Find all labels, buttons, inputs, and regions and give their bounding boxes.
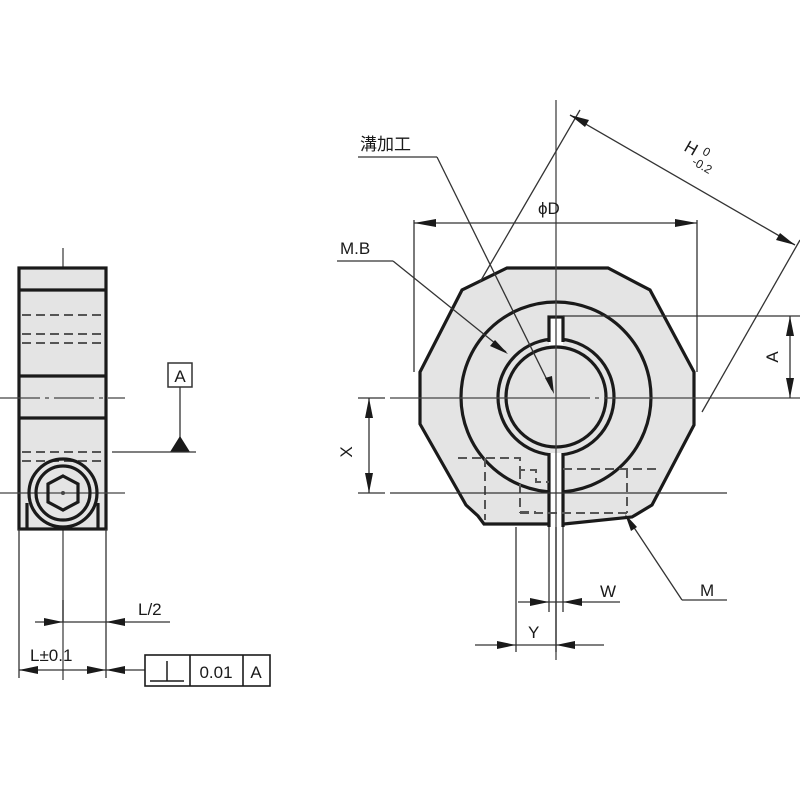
bore-note: M.B (337, 239, 508, 354)
front-view: ϕD H 0 -0.2 溝加工 M.B (337, 100, 800, 660)
slot-note-label: 溝加工 (360, 135, 411, 155)
datum-a-label: A (174, 367, 186, 386)
dim-x-label: X (337, 446, 356, 457)
dim-diameter-label: ϕD (538, 199, 560, 218)
slot-note: 溝加工 (358, 135, 554, 394)
dim-diameter: ϕD (413, 199, 698, 372)
dim-x: X (337, 397, 385, 494)
dim-half-length: L/2 (35, 600, 170, 626)
dim-y: Y (475, 527, 604, 652)
side-view: A L/2 L±0.1 0.01 (0, 248, 271, 687)
screw-note: M (625, 514, 727, 601)
screw-head (25, 457, 100, 529)
dim-w: W (518, 527, 620, 612)
bore-note-label: M.B (340, 239, 370, 258)
tolerance-datum: A (250, 663, 262, 682)
dim-length: L±0.1 (19, 646, 145, 674)
dim-y-label: Y (528, 623, 539, 642)
dim-width-tol-lower: -0.2 (690, 154, 715, 177)
datum-a-marker: A (112, 362, 196, 453)
dim-w-label: W (600, 582, 616, 601)
tolerance-value: 0.01 (199, 663, 232, 682)
perpendicularity-tolerance-frame: 0.01 A (144, 654, 271, 687)
dim-a-label: A (763, 351, 782, 363)
dim-a: A (563, 315, 800, 398)
screw-note-label: M (700, 581, 714, 600)
dim-half-length-label: L/2 (138, 600, 162, 619)
dim-length-label: L±0.1 (30, 646, 72, 665)
